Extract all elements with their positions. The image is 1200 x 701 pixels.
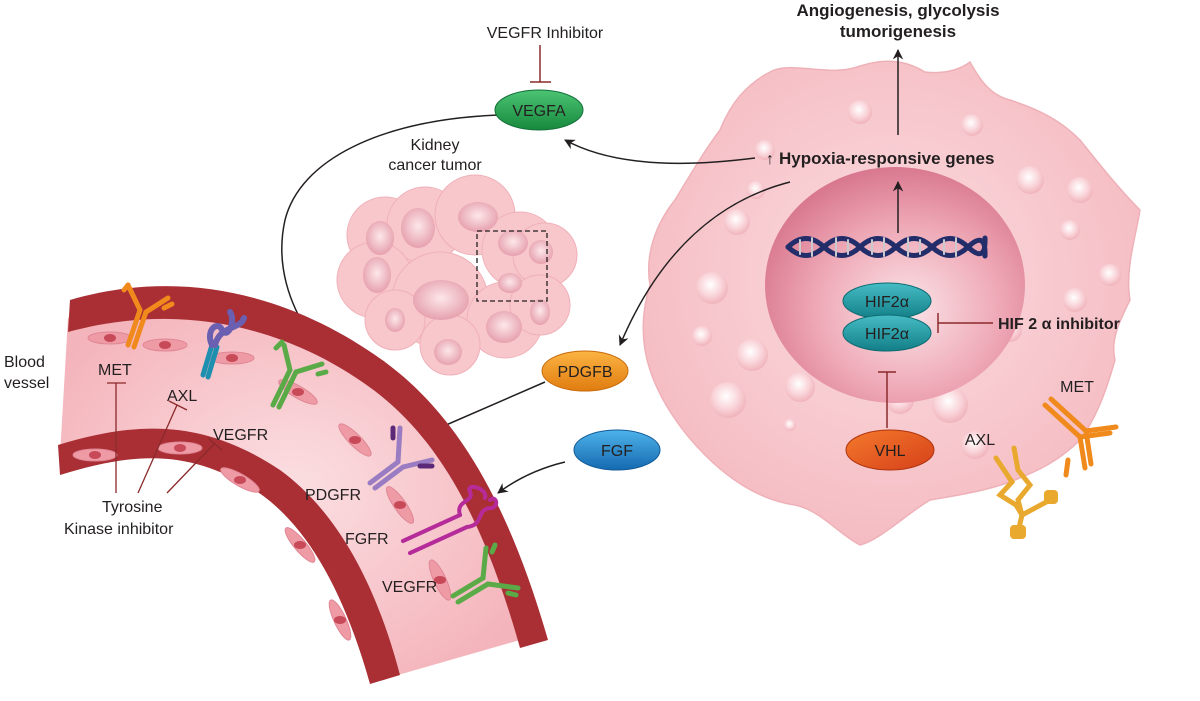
axl-cell-label: AXL: [965, 432, 995, 449]
hif2a-top-label: HIF2α: [865, 294, 909, 311]
vegfr-vessel-inner-label: VEGFR: [213, 427, 268, 444]
dna-helix-icon: [785, 235, 988, 259]
cell-vesicles: [692, 100, 1121, 459]
hif2a-dimer: HIF2α HIF2α: [842, 282, 932, 352]
hif2a-bottom-label: HIF2α: [865, 326, 909, 343]
vessel-upper-wall: [68, 286, 548, 648]
arrow-vegfa-to-vessel: [281, 114, 499, 336]
blood-vessel-label-line2: vessel: [4, 375, 49, 392]
hypoxia-genes-label: Hypoxia-responsive genes: [779, 149, 994, 168]
tki-label-line2: Kinase inhibitor: [64, 521, 174, 538]
vegfa-node: [494, 89, 584, 131]
cancer-cell: HIF2α HIF2α VHL: [642, 60, 1141, 546]
tumor-zoom-box: [476, 230, 548, 302]
vhl-label: VHL: [874, 443, 905, 460]
fgfr-receptor-icon: [401, 484, 499, 555]
kidney-tumor-cluster: [336, 174, 578, 376]
axl-vessel-label: AXL: [167, 388, 197, 405]
hif2a-inhibitor-label: HIF 2 α inhibitor: [998, 316, 1120, 333]
upregulation-arrow-icon: ↑: [766, 151, 774, 168]
met-receptor-vessel-icon: [121, 282, 175, 350]
vegfa-label: VEGFA: [512, 103, 566, 120]
fgfr-label: FGFR: [345, 531, 389, 548]
vhl-node: [845, 429, 935, 471]
axl-receptor-cell-icon: [993, 445, 1058, 539]
arrow-fgf-to-fgfr: [497, 461, 566, 494]
met-vessel-label: MET: [98, 362, 132, 379]
kidney-tumor-label-line2: cancer tumor: [388, 157, 482, 174]
outcome-label-line1: Angiogenesis, glycolysis: [796, 1, 999, 20]
fgf-node: [573, 429, 661, 471]
fgf-label: FGF: [601, 443, 633, 460]
met-receptor-cell-icon: [1042, 396, 1119, 478]
tki-inhibition-lines: [107, 382, 223, 494]
vegfr-inhibitor-label: VEGFR Inhibitor: [487, 25, 604, 42]
tki-label-line1: Tyrosine: [102, 499, 163, 516]
blood-vessel-label-line1: Blood: [4, 354, 45, 371]
axl-receptor-vessel-icon: [200, 309, 247, 380]
arrow-hypoxia-to-vegfa: [564, 139, 756, 165]
vegfr-inhibition-line: [530, 45, 551, 83]
vegfr-receptor-lower-icon: [450, 542, 521, 605]
hif2a-inhibition-line: [937, 313, 993, 333]
arrow-hypoxia-to-pdgfb: [618, 181, 791, 346]
blood-vessel: [58, 286, 548, 684]
pdgfb-node: [541, 350, 629, 392]
vegfr-receptor-upper-icon: [270, 339, 329, 410]
pdgfr-receptor-icon: [367, 425, 435, 491]
pdgfb-label: PDGFB: [557, 364, 612, 381]
pdgfr-label: PDGFR: [305, 487, 361, 504]
hif2a-bottom-node: [842, 314, 932, 352]
arrow-pdgfb-to-pdgfr: [429, 381, 546, 434]
vhl-inhibition-line: [878, 371, 896, 428]
outcome-label-line2: tumorigenesis: [840, 22, 956, 41]
kidney-tumor-label-line1: Kidney: [411, 137, 460, 154]
met-cell-label: MET: [1060, 379, 1094, 396]
vegfr-vessel-lower-label: VEGFR: [382, 579, 437, 596]
